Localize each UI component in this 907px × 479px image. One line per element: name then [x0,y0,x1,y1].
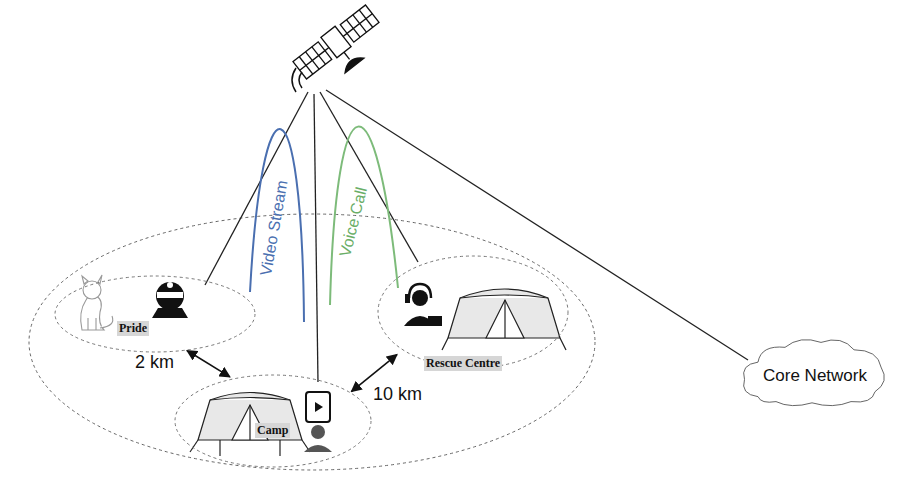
lion-cub-icon [82,276,88,284]
lion-cub-icon [87,318,88,330]
satellite-links [326,90,748,360]
camp-tent [190,393,310,457]
tablet-user-icon [306,392,330,422]
place-label: Camp [255,423,290,438]
cloud-outline [744,340,885,406]
rescue-tent [442,289,566,350]
zone-outline [175,375,371,467]
node-label: Core Network [763,366,867,386]
rescue-centre-zone: Rescue Centre [378,256,568,368]
video-stream-beam [250,129,304,322]
camp-zone: Camp [175,375,371,467]
camera-robot-icon [167,282,173,288]
camera-robot-icon [152,282,188,318]
rescue-operator-icon [404,284,442,326]
voice-call-beam [330,127,398,305]
coverage-ellipse [29,214,595,470]
signal-waves [292,68,302,92]
lion-cub-icon [95,318,96,330]
voice-call-beam [330,127,398,305]
lion-cub-icon [100,316,113,328]
rescue-operator-icon [428,316,442,326]
tablet-user-icon [315,402,323,412]
satellite-icon [293,42,332,79]
satellite-icon [347,14,372,34]
zone-outline [55,276,255,352]
satellite-icon [300,51,325,71]
camp-tent [249,405,250,440]
rescue-tent [486,300,524,338]
camera-robot-icon [156,282,184,310]
signal-waves [299,72,302,88]
place-label: Pride [117,321,149,336]
distance-label: 2 km [135,352,174,372]
satellite-icon [341,54,364,74]
satellite-icon [340,5,379,42]
rescue-operator-icon [405,294,410,303]
core-network-cloud: Core Network [740,335,890,409]
tablet-user-icon [304,392,332,452]
signal-waves [292,68,296,92]
camp-tent [198,393,302,441]
distance-label: 10 km [373,384,422,404]
satellite-icon [343,33,347,36]
satellite-icon [325,48,329,51]
tablet-user-icon [311,425,325,439]
place-label: Rescue Centre [424,356,502,371]
video-stream-label: Video Stream [257,179,292,277]
satellite-icon [344,52,350,59]
camp-tent [219,440,220,456]
tablet-user-icon [304,445,332,452]
zone-outline [378,256,568,368]
lion-cub-icon [83,281,101,299]
satellite-links [314,94,318,382]
distance-arrow [187,350,230,376]
camp-tent [190,440,198,452]
zone-outline [378,256,568,368]
coverage-ellipse [29,214,595,470]
camera-robot-icon [157,292,183,298]
camp-tent [210,398,290,401]
rescue-tent [448,289,560,338]
satellite-links [205,90,748,382]
zone-outline [175,375,371,467]
rescue-tent [504,300,505,338]
camp-tent [279,440,280,456]
rescue-operator-icon [412,290,428,306]
rescue-tent [560,338,566,350]
satellite-icon [292,3,391,94]
zone-outline [55,276,255,352]
lion-cub-icon [81,295,104,330]
voice-call-label: Voice Call [337,185,372,258]
rescue-tent [442,338,448,350]
pride-zone: Pride [55,276,255,352]
video-stream-beam [250,129,304,322]
rescue-tent [460,295,548,298]
rescue-operator-icon [409,284,431,298]
satellite-links [205,92,308,285]
